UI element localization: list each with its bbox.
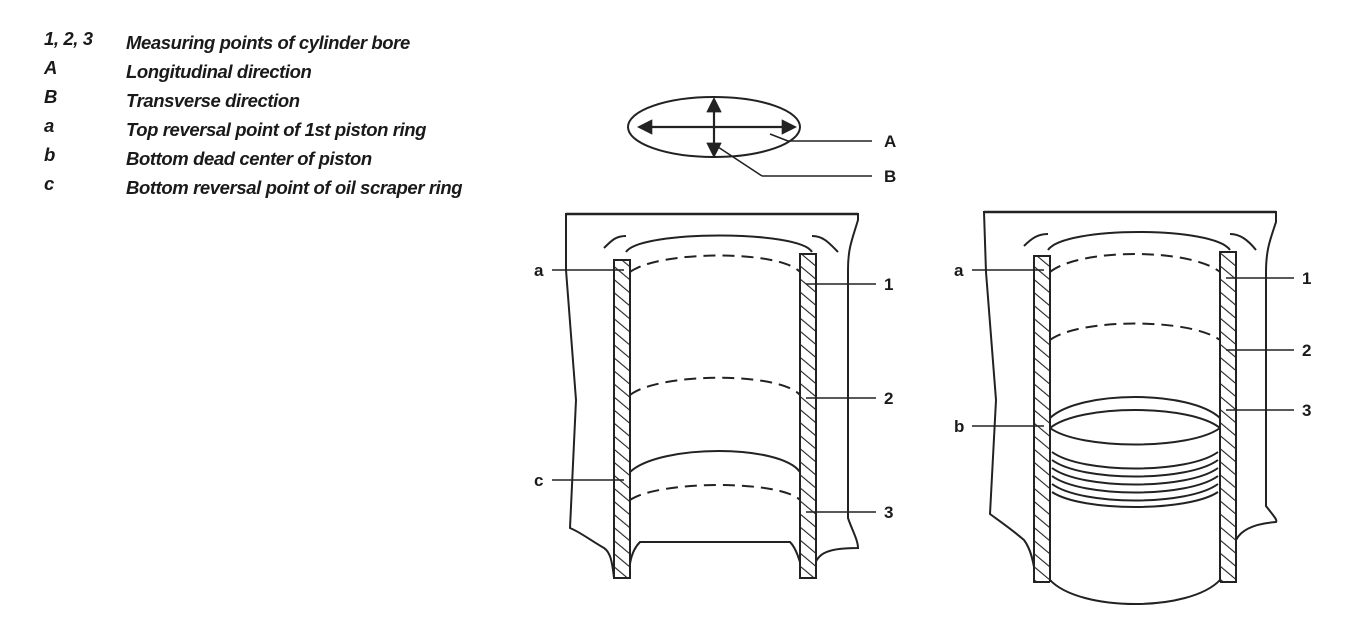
label-B: B (884, 167, 896, 186)
right-label-b: b (954, 417, 964, 436)
legend-description: Top reversal point of 1st piston ring (126, 119, 427, 140)
right-label-3: 3 (1302, 401, 1311, 420)
legend-key: B (44, 86, 57, 107)
legend-key: a (44, 115, 54, 136)
left-label-2: 2 (884, 389, 893, 408)
right-label-2: 2 (1302, 341, 1311, 360)
right-cylinder (972, 210, 1294, 605)
left-label-c: c (534, 471, 543, 490)
legend-key: c (44, 173, 54, 194)
legend-description: Measuring points of cylinder bore (126, 32, 410, 53)
legend-description: Bottom dead center of piston (126, 148, 372, 169)
legend-description: Longitudinal direction (126, 61, 312, 82)
left-label-3: 3 (884, 503, 893, 522)
label-A: A (884, 132, 896, 151)
legend-description: Bottom reversal point of oil scraper rin… (126, 177, 463, 198)
legend-key: A (44, 57, 57, 78)
left-label-a: a (534, 261, 544, 280)
legend-description: Transverse direction (126, 90, 300, 111)
left-cylinder (552, 212, 876, 579)
left-label-1: 1 (884, 275, 893, 294)
legend-key: b (44, 144, 55, 165)
right-label-a: a (954, 261, 964, 280)
right-label-1: 1 (1302, 269, 1311, 288)
legend-key: 1, 2, 3 (44, 28, 93, 49)
direction-ellipse (627, 96, 872, 177)
